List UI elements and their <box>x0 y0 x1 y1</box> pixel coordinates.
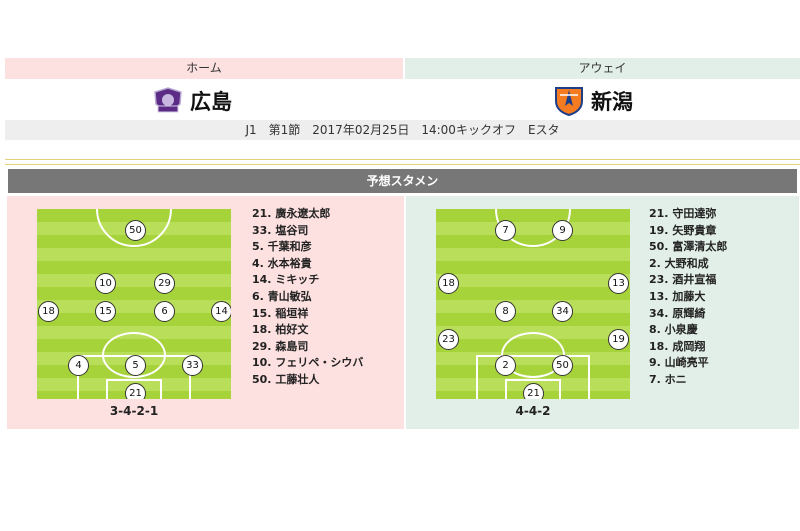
roster-item: 4. 水本裕貴 <box>252 256 312 270</box>
away-team[interactable]: 新潟 <box>553 84 633 118</box>
home-roster: 21. 廣永遼太郎 33. 塩谷司 5. 千葉和彦 4. 水本裕貴 14. ミキ… <box>252 206 363 389</box>
player-token[interactable]: 34 <box>552 301 573 322</box>
roster-item: 9. 山崎亮平 <box>649 356 709 370</box>
player-token[interactable]: 9 <box>552 220 573 241</box>
divider <box>5 159 800 160</box>
home-formation: 3-4-2-1 <box>109 404 159 418</box>
roster-item: 21. 廣永遼太郎 <box>252 207 331 220</box>
roster-item: 50. 工藤壮人 <box>252 372 320 386</box>
player-token[interactable]: 5 <box>125 355 146 376</box>
player-token[interactable]: 21 <box>125 383 146 399</box>
roster-item: 5. 千葉和彦 <box>252 240 312 254</box>
player-token[interactable]: 7 <box>495 220 516 241</box>
player-token[interactable]: 18 <box>438 273 459 294</box>
roster-item: 19. 矢野貴章 <box>649 223 717 237</box>
roster-item: 14. ミキッチ <box>252 273 320 287</box>
section-title: 予想スタメン <box>8 169 797 193</box>
player-token[interactable]: 14 <box>211 301 231 322</box>
player-token[interactable]: 33 <box>182 355 203 376</box>
player-token[interactable]: 21 <box>523 383 544 399</box>
home-team[interactable]: 広島 <box>152 84 232 118</box>
roster-item: 15. 稲垣祥 <box>252 306 309 320</box>
roster-item: 18. 柏好文 <box>252 323 309 337</box>
divider <box>5 164 800 165</box>
player-token[interactable]: 4 <box>68 355 89 376</box>
penalty-box <box>476 355 590 399</box>
match-info: J1 第1節 2017年02月25日 14:00キックオフ Eスタ <box>5 120 800 140</box>
roster-item: 10. フェリペ・シウバ <box>252 356 364 370</box>
player-token[interactable]: 29 <box>154 273 175 294</box>
away-roster: 21. 守田達弥 19. 矢野貴章 50. 富澤清太郎 2. 大野和成 23. … <box>649 206 727 389</box>
roster-item: 34. 原輝綺 <box>649 306 706 320</box>
player-token[interactable]: 50 <box>125 220 146 241</box>
roster-item: 7. ホニ <box>649 372 687 386</box>
away-lineup-panel: 7 9 18 13 8 34 23 19 2 50 21 4-4-2 21. 守… <box>406 196 799 429</box>
roster-item: 33. 塩谷司 <box>252 223 309 237</box>
home-lineup-panel: 50 10 29 18 15 6 14 4 5 33 21 3-4-2-1 21… <box>7 196 404 429</box>
roster-item: 29. 森島司 <box>252 339 309 353</box>
sanfrecce-emblem-icon <box>154 87 182 113</box>
player-token[interactable]: 8 <box>495 301 516 322</box>
roster-item: 8. 小泉慶 <box>649 323 698 337</box>
albirex-emblem-icon <box>555 87 583 116</box>
player-token[interactable]: 10 <box>95 273 116 294</box>
player-token[interactable]: 50 <box>552 355 573 376</box>
player-token[interactable]: 6 <box>154 301 175 322</box>
player-token[interactable]: 15 <box>95 301 116 322</box>
roster-item: 18. 成岡翔 <box>649 339 706 353</box>
away-team-name: 新潟 <box>591 90 633 114</box>
player-token[interactable]: 18 <box>38 301 59 322</box>
roster-item: 6. 青山敏弘 <box>252 289 312 303</box>
away-pitch: 7 9 18 13 8 34 23 19 2 50 21 <box>436 209 630 399</box>
player-token[interactable]: 23 <box>438 329 459 350</box>
roster-item: 23. 酒井宣福 <box>649 273 717 287</box>
home-team-name: 広島 <box>190 90 232 114</box>
roster-item: 50. 富澤清太郎 <box>649 240 728 254</box>
player-token[interactable]: 19 <box>608 329 629 350</box>
home-label: ホーム <box>5 58 403 79</box>
goal-area <box>106 379 162 399</box>
away-formation: 4-4-2 <box>515 404 551 418</box>
player-token[interactable]: 2 <box>495 355 516 376</box>
roster-item: 2. 大野和成 <box>649 256 709 270</box>
away-label: アウェイ <box>405 58 800 79</box>
player-token[interactable]: 13 <box>608 273 629 294</box>
roster-item: 13. 加藤大 <box>649 289 706 303</box>
roster-item: 21. 守田達弥 <box>649 207 717 220</box>
home-pitch: 50 10 29 18 15 6 14 4 5 33 21 <box>37 209 231 399</box>
goal-area <box>505 379 561 399</box>
